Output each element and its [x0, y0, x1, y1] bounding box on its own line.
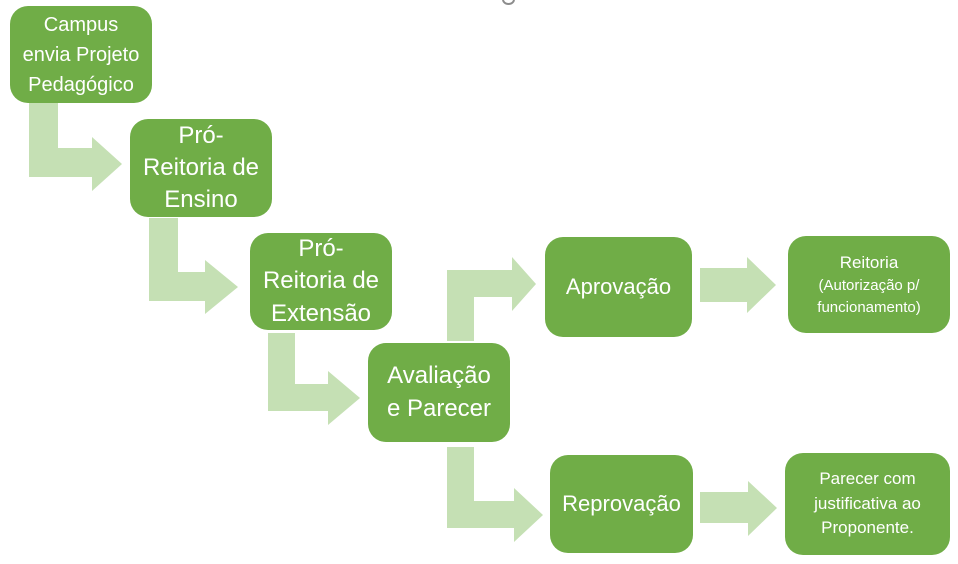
- node-label-line: funcionamento): [817, 298, 921, 316]
- node-label-line: Parecer com: [819, 469, 916, 489]
- node-label-line: Avaliação: [387, 362, 491, 390]
- node-label-line: Reitoria de: [262, 267, 380, 295]
- node-reitoria-autorizacao: Reitoria (Autorização p/ funcionamento): [788, 236, 950, 333]
- node-label-line: Pró-: [298, 235, 344, 263]
- arrow-avaliacao-to-aprovacao: [447, 257, 536, 341]
- node-aprovacao: Aprovação: [545, 237, 692, 337]
- node-label-line: (Autorização p/: [818, 277, 920, 295]
- node-label-line: envia Projeto: [22, 43, 140, 66]
- node-campus-envia-projeto: Campus envia Projeto Pedagógico: [10, 6, 152, 103]
- node-label-line: Pró-: [178, 121, 224, 149]
- node-pro-reitoria-extensao: Pró- Reitoria de Extensão: [250, 233, 392, 330]
- node-parecer-justificativa: Parecer com justificativa ao Proponente.: [785, 453, 950, 555]
- node-label-line: Ensino: [164, 186, 238, 214]
- node-label-line: Reitoria de: [142, 153, 260, 181]
- arrow-reprovacao-to-parecer: [700, 481, 777, 536]
- node-avaliacao-parecer: Avaliação e Parecer: [368, 343, 510, 442]
- node-label-line: e Parecer: [386, 394, 492, 422]
- node-reprovacao: Reprovação: [550, 455, 693, 553]
- node-label-line: Extensão: [270, 299, 372, 327]
- node-label-line: Pedagógico: [28, 73, 134, 96]
- arrow-aprovacao-to-reitoria: [700, 257, 776, 313]
- arrow-extensao-to-avaliacao: [268, 333, 360, 425]
- node-pro-reitoria-ensino: Pró- Reitoria de Ensino: [130, 119, 272, 217]
- arrow-avaliacao-to-reprovacao: [447, 447, 543, 542]
- arrow-ensino-to-extensao: [149, 218, 238, 314]
- node-label-line: justificativa ao: [814, 493, 921, 513]
- node-label-line: Campus: [43, 13, 119, 36]
- node-label-line: Aprovação: [565, 274, 672, 299]
- node-label-line: Proponente.: [821, 518, 914, 538]
- node-label-line: Reitoria: [839, 253, 899, 273]
- node-label-line: Reprovação: [562, 491, 681, 516]
- arrow-campus-to-ensino: [29, 103, 122, 191]
